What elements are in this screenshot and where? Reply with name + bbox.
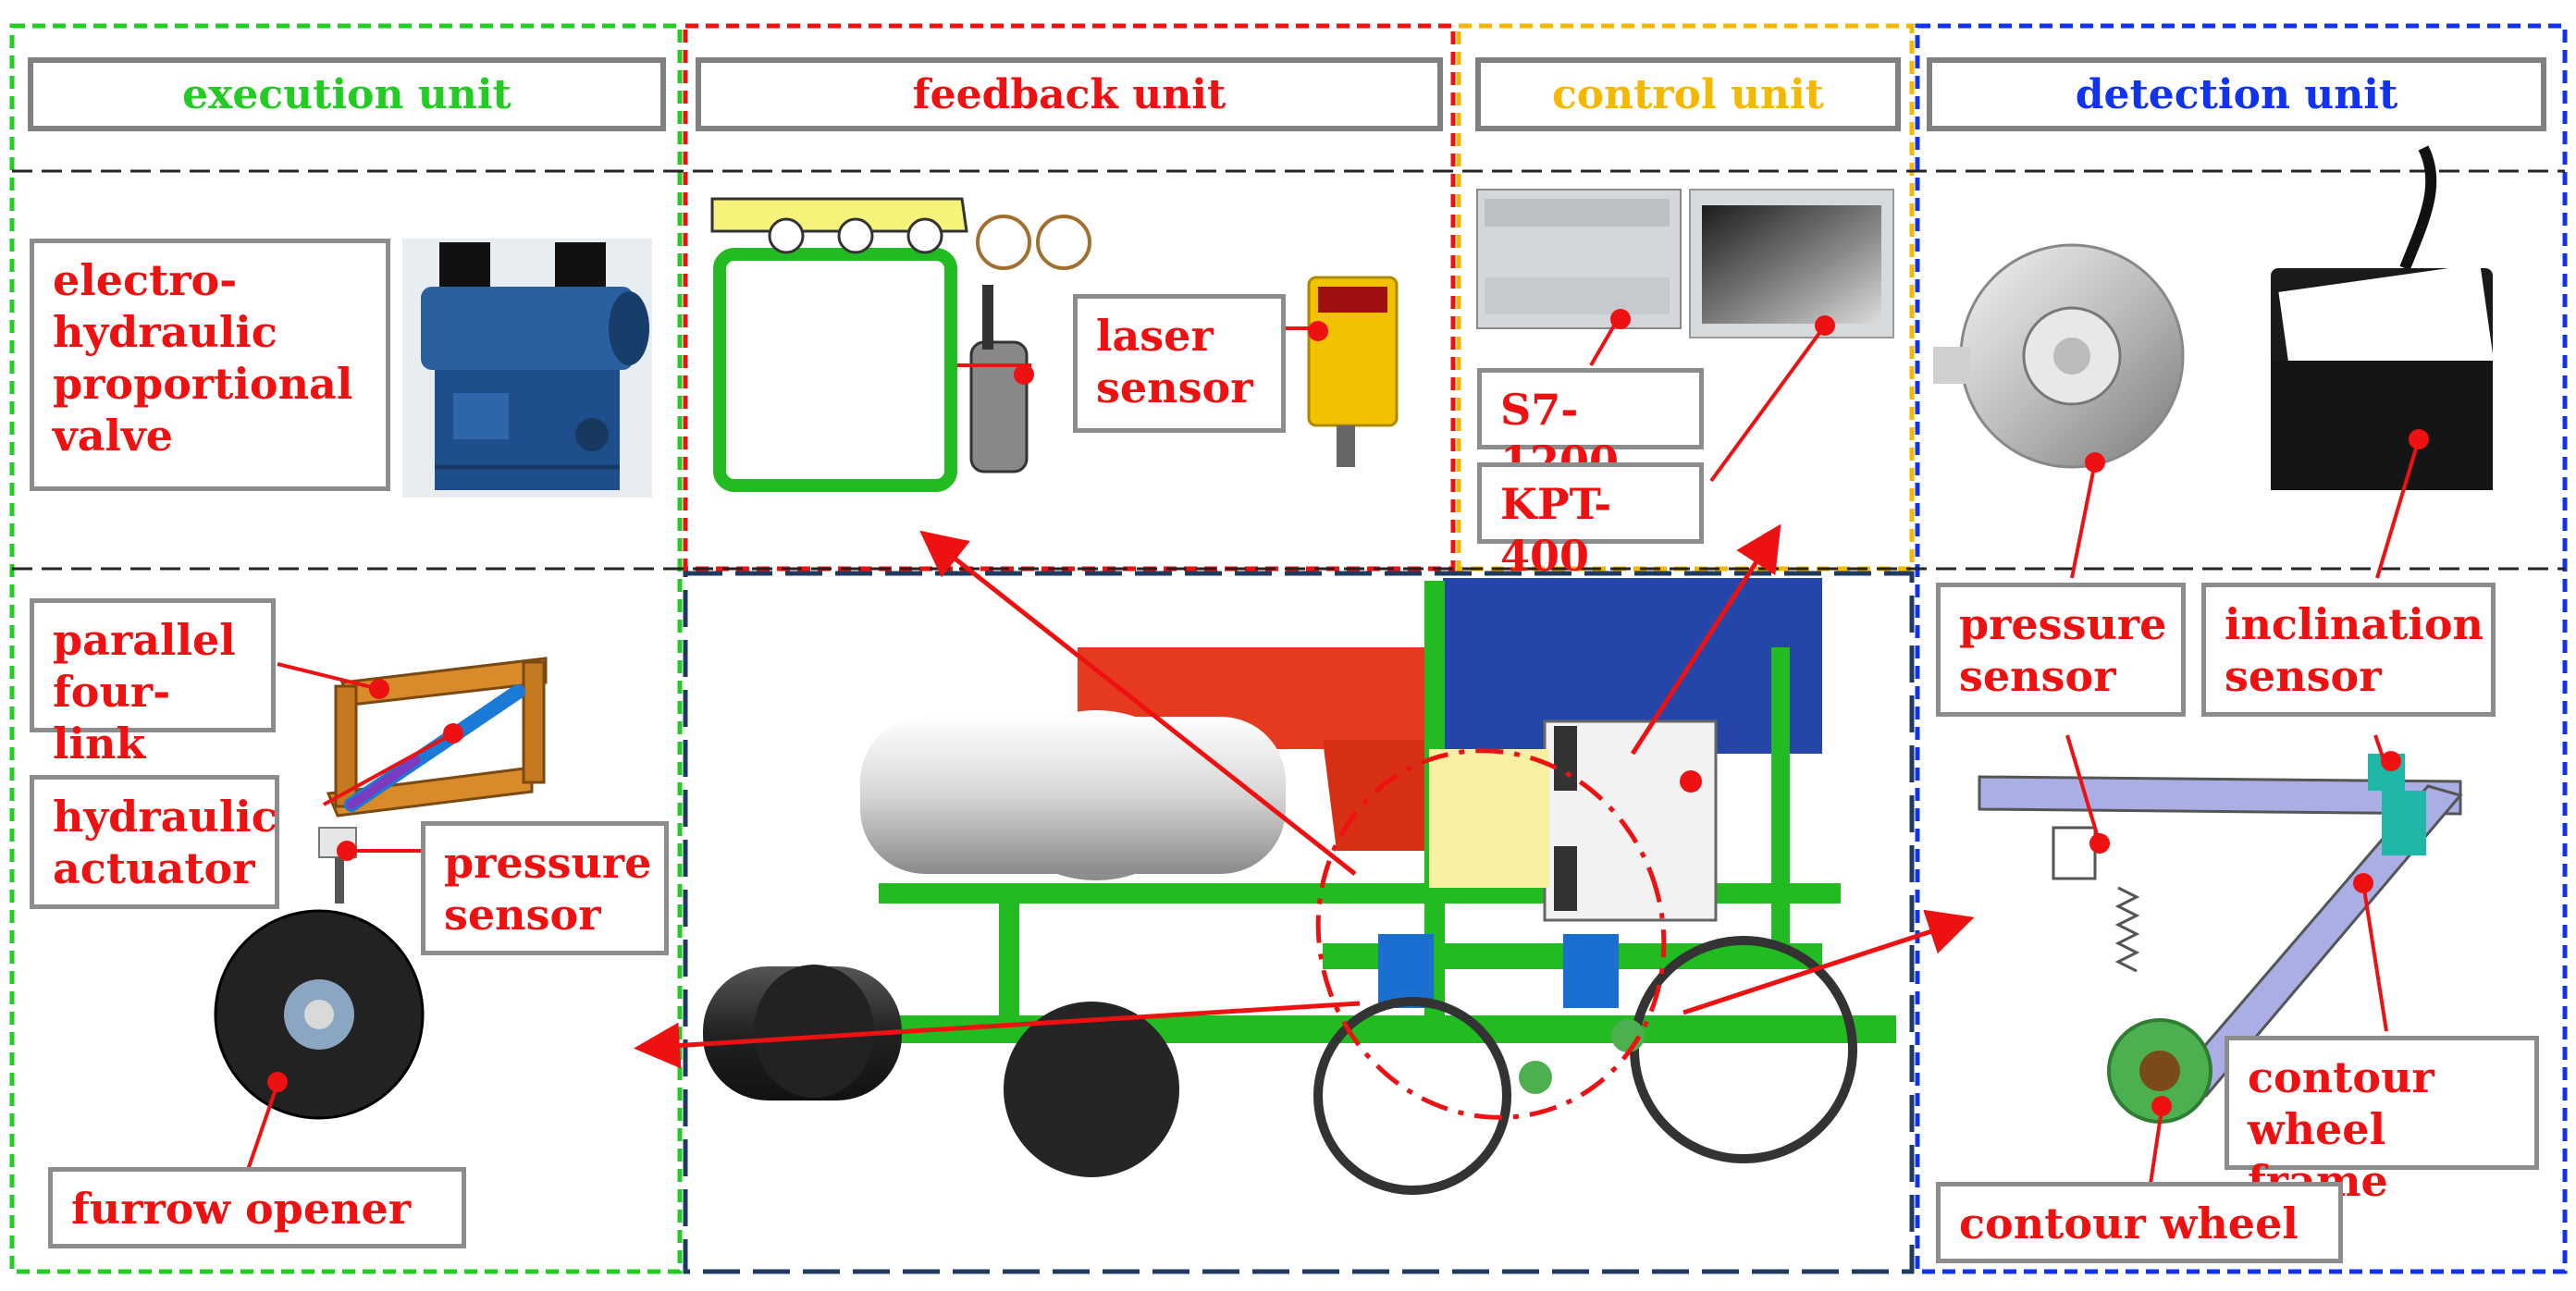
execution-unit-frame bbox=[9, 23, 683, 1274]
plc-image bbox=[1476, 189, 1682, 329]
label-laser-sensor: laser sensor bbox=[1073, 294, 1286, 433]
proportional-valve-image bbox=[402, 239, 652, 498]
label-contour-wheel-frame: contour wheel frame bbox=[2225, 1036, 2539, 1206]
label-det-pressure-sensor: pressure sensor bbox=[1936, 583, 2186, 717]
feedback-unit-frame bbox=[683, 23, 1456, 572]
laser-sensor-image bbox=[710, 197, 1399, 492]
label-hydraulic-actuator: hydraulic actuator bbox=[30, 775, 279, 909]
unit-arrows bbox=[634, 523, 1975, 1069]
label-kpt-400: KPT-400 bbox=[1477, 462, 1704, 581]
leader-dots bbox=[267, 309, 2429, 1116]
opener-assembly-image bbox=[214, 657, 548, 1120]
arrow-to-execution bbox=[634, 1001, 1361, 1069]
label-exec-pressure-sensor: pressure sensor bbox=[421, 821, 669, 955]
execution-unit-title: execution unit bbox=[28, 57, 666, 131]
planter-machine-image bbox=[703, 578, 1896, 1195]
contour-wheel-assembly-image bbox=[1978, 754, 2463, 1124]
detection-unit-title: detection unit bbox=[1927, 57, 2546, 131]
label-contour-wheel: contour wheel bbox=[1936, 1182, 2343, 1263]
machine-frame bbox=[683, 571, 1915, 1274]
hmi-panel-image bbox=[1689, 189, 1894, 338]
arrow-to-control bbox=[1630, 523, 1781, 756]
arrow-to-feedback bbox=[919, 530, 1357, 876]
control-unit-title: control unit bbox=[1475, 57, 1901, 131]
inclinometer-image bbox=[2271, 145, 2495, 490]
leader-lines bbox=[246, 313, 2421, 1185]
label-furrow-opener: furrow opener bbox=[48, 1167, 466, 1248]
detection-unit-frame bbox=[1915, 23, 2568, 1274]
label-proportional-valve: electro- hydraulic proportional valve bbox=[30, 239, 390, 491]
label-parallel-four-link: parallel four-link bbox=[30, 598, 276, 768]
label-s7-1200: S7-1200 bbox=[1477, 368, 1704, 486]
load-cell-image bbox=[1933, 243, 2185, 469]
arrow-to-detection bbox=[1682, 909, 1975, 1015]
label-inclination-sensor: inclination sensor bbox=[2201, 583, 2496, 717]
feedback-unit-title: feedback unit bbox=[696, 57, 1443, 131]
